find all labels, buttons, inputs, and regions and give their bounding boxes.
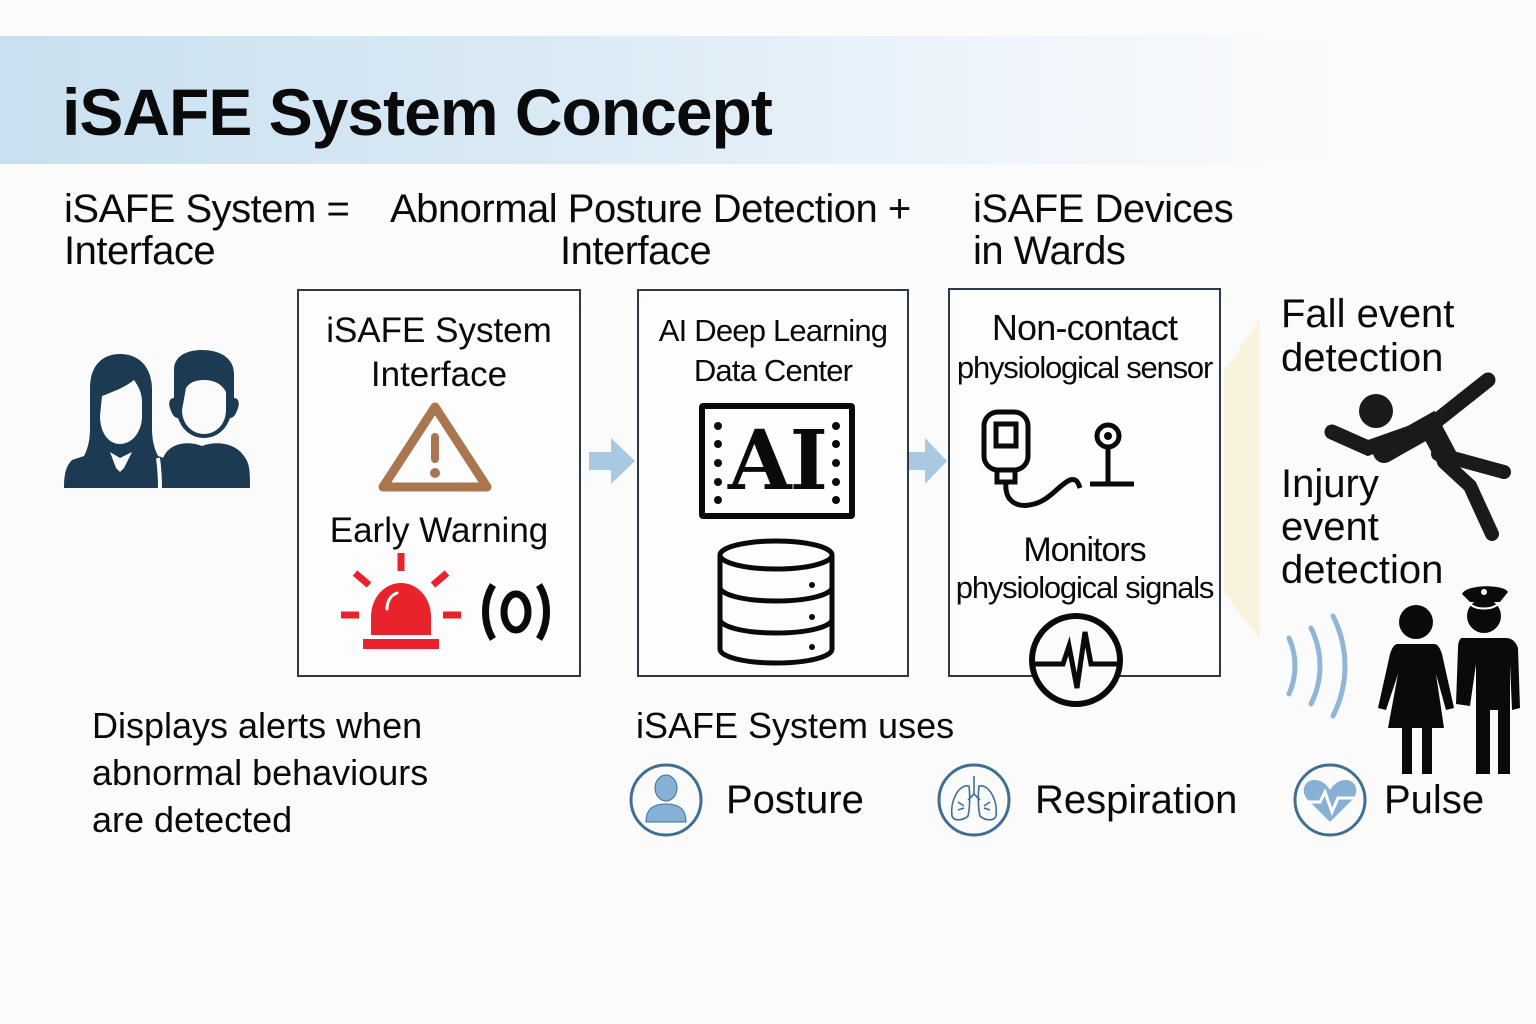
panel-1-subtitle: Early Warning bbox=[329, 511, 549, 550]
fall-event-line-2: detection bbox=[1281, 336, 1444, 380]
panel-ai-data-center: AI Deep Learning Data Center AI bbox=[637, 289, 909, 677]
panel-sensor: Non-contact physiological sensor Monitor… bbox=[948, 288, 1221, 677]
injury-event-line-2: event bbox=[1281, 505, 1379, 549]
equation-term-2-line-2: Interface bbox=[560, 229, 712, 273]
background-wedge bbox=[1224, 318, 1262, 640]
uses-heading: iSAFE System uses bbox=[636, 705, 955, 746]
equation-term-1-line-1: iSAFE System = bbox=[64, 187, 350, 231]
ai-label: AI bbox=[728, 413, 828, 509]
panel-3-subtitle-line-1: Monitors bbox=[1023, 531, 1146, 569]
equation-term-3-line-2: in Wards bbox=[973, 229, 1126, 273]
patient-staff-icon bbox=[1376, 578, 1522, 778]
sensor-device-icon bbox=[980, 408, 1140, 514]
alarm-siren-icon bbox=[339, 553, 463, 653]
flow-arrow-1 bbox=[589, 436, 637, 486]
panel-3-subtitle-line-2: physiological signals bbox=[955, 570, 1215, 605]
flow-arrow-2 bbox=[909, 436, 949, 486]
injury-event-line-1: Injury bbox=[1281, 462, 1379, 506]
title-banner bbox=[0, 36, 1536, 164]
lungs-icon bbox=[936, 762, 1012, 838]
equation-term-2-line-1: Abnormal Posture Detection + bbox=[390, 187, 911, 231]
injury-event-line-3: detection bbox=[1281, 548, 1444, 592]
heartbeat-monitor-icon bbox=[1025, 612, 1127, 708]
panel-2-title-line-2: Data Center bbox=[693, 353, 853, 388]
database-icon bbox=[715, 537, 837, 667]
vibration-icon bbox=[479, 581, 553, 643]
panel-system-interface: iSAFE System Interface Early Warning bbox=[297, 289, 581, 677]
page-title: iSAFE System Concept bbox=[62, 75, 773, 149]
users-icon bbox=[62, 348, 254, 494]
signal-waves-icon bbox=[1285, 612, 1355, 720]
heart-pulse-icon bbox=[1292, 762, 1368, 838]
equation-term-3-line-1: iSAFE Devices bbox=[973, 187, 1234, 231]
uses-item-pulse: Pulse bbox=[1384, 778, 1485, 822]
panel-1-title-line-1: iSAFE System bbox=[326, 311, 552, 350]
panel-3-title-line-1: Non-contact bbox=[991, 307, 1178, 348]
uses-item-respiration: Respiration bbox=[1035, 778, 1238, 822]
posture-icon bbox=[628, 762, 704, 838]
panel-1-title-line-2: Interface bbox=[370, 355, 508, 394]
falling-person-icon bbox=[1320, 368, 1516, 548]
equation-term-1-line-2: Interface bbox=[64, 229, 216, 273]
description-line-1: Displays alerts when bbox=[92, 705, 423, 746]
panel-2-title-line-1: AI Deep Learning bbox=[658, 313, 888, 348]
uses-item-posture: Posture bbox=[726, 778, 864, 822]
ai-chip-icon: AI bbox=[699, 403, 855, 519]
description-line-3: are detected bbox=[92, 799, 293, 840]
fall-event-line-1: Fall event bbox=[1281, 292, 1455, 336]
description-line-2: abnormal behaviours bbox=[92, 752, 429, 793]
panel-3-title-line-2: physiological sensor bbox=[956, 350, 1213, 385]
warning-triangle-icon bbox=[377, 401, 493, 493]
